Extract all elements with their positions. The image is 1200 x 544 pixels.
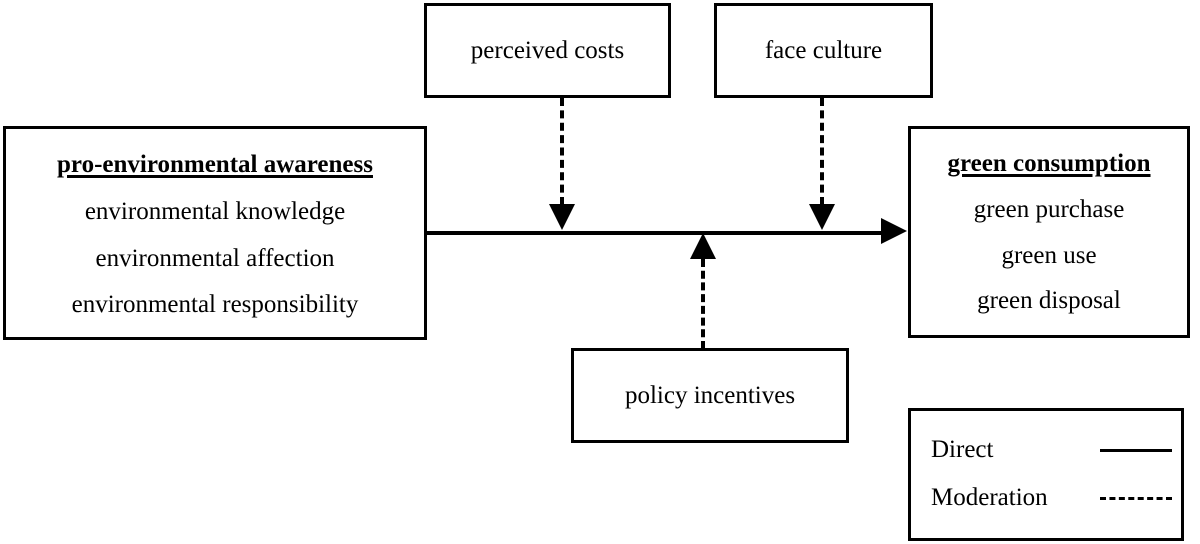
legend: Direct Moderation [908,408,1184,541]
legend-row-direct: Direct [911,433,1181,467]
node-title-consumption: green consumption [947,150,1151,177]
node-pro-environmental-awareness[interactable]: pro-environmental awareness environmenta… [3,126,427,340]
node-green-consumption[interactable]: green consumption green purchase green u… [908,126,1190,338]
edge-policy-incentives-arrowhead-icon [690,233,716,259]
node-label-perceived-costs: perceived costs [470,36,625,64]
edge-perceived-costs-line [560,98,564,205]
node-item-environmental-responsibility: environmental responsibility [71,290,359,318]
node-item-environmental-affection: environmental affection [95,244,335,272]
edge-awareness-to-consumption-line [427,231,899,235]
legend-label-direct: Direct [931,436,994,463]
node-item-green-disposal: green disposal [977,286,1121,314]
legend-label-moderation: Moderation [931,484,1048,511]
node-face-culture[interactable]: face culture [714,3,933,98]
node-label-policy-incentives: policy incentives [624,381,796,409]
node-item-environmental-knowledge: environmental knowledge [84,198,346,226]
node-item-green-purchase: green purchase [973,196,1125,224]
node-policy-incentives[interactable]: policy incentives [571,348,849,443]
node-item-green-use: green use [1001,241,1097,269]
node-label-face-culture: face culture [764,36,883,64]
legend-sample-dashed-line-icon [1100,496,1172,500]
edge-face-culture-line [820,98,824,205]
edge-awareness-to-consumption-arrowhead-icon [881,218,907,244]
node-perceived-costs[interactable]: perceived costs [424,3,671,98]
legend-sample-solid-line-icon [1100,448,1172,452]
edge-perceived-costs-arrowhead-icon [549,204,575,230]
legend-row-moderation: Moderation [911,481,1181,515]
node-title-awareness: pro-environmental awareness [57,151,373,178]
edge-face-culture-arrowhead-icon [809,204,835,230]
edge-policy-incentives-line [701,259,705,349]
